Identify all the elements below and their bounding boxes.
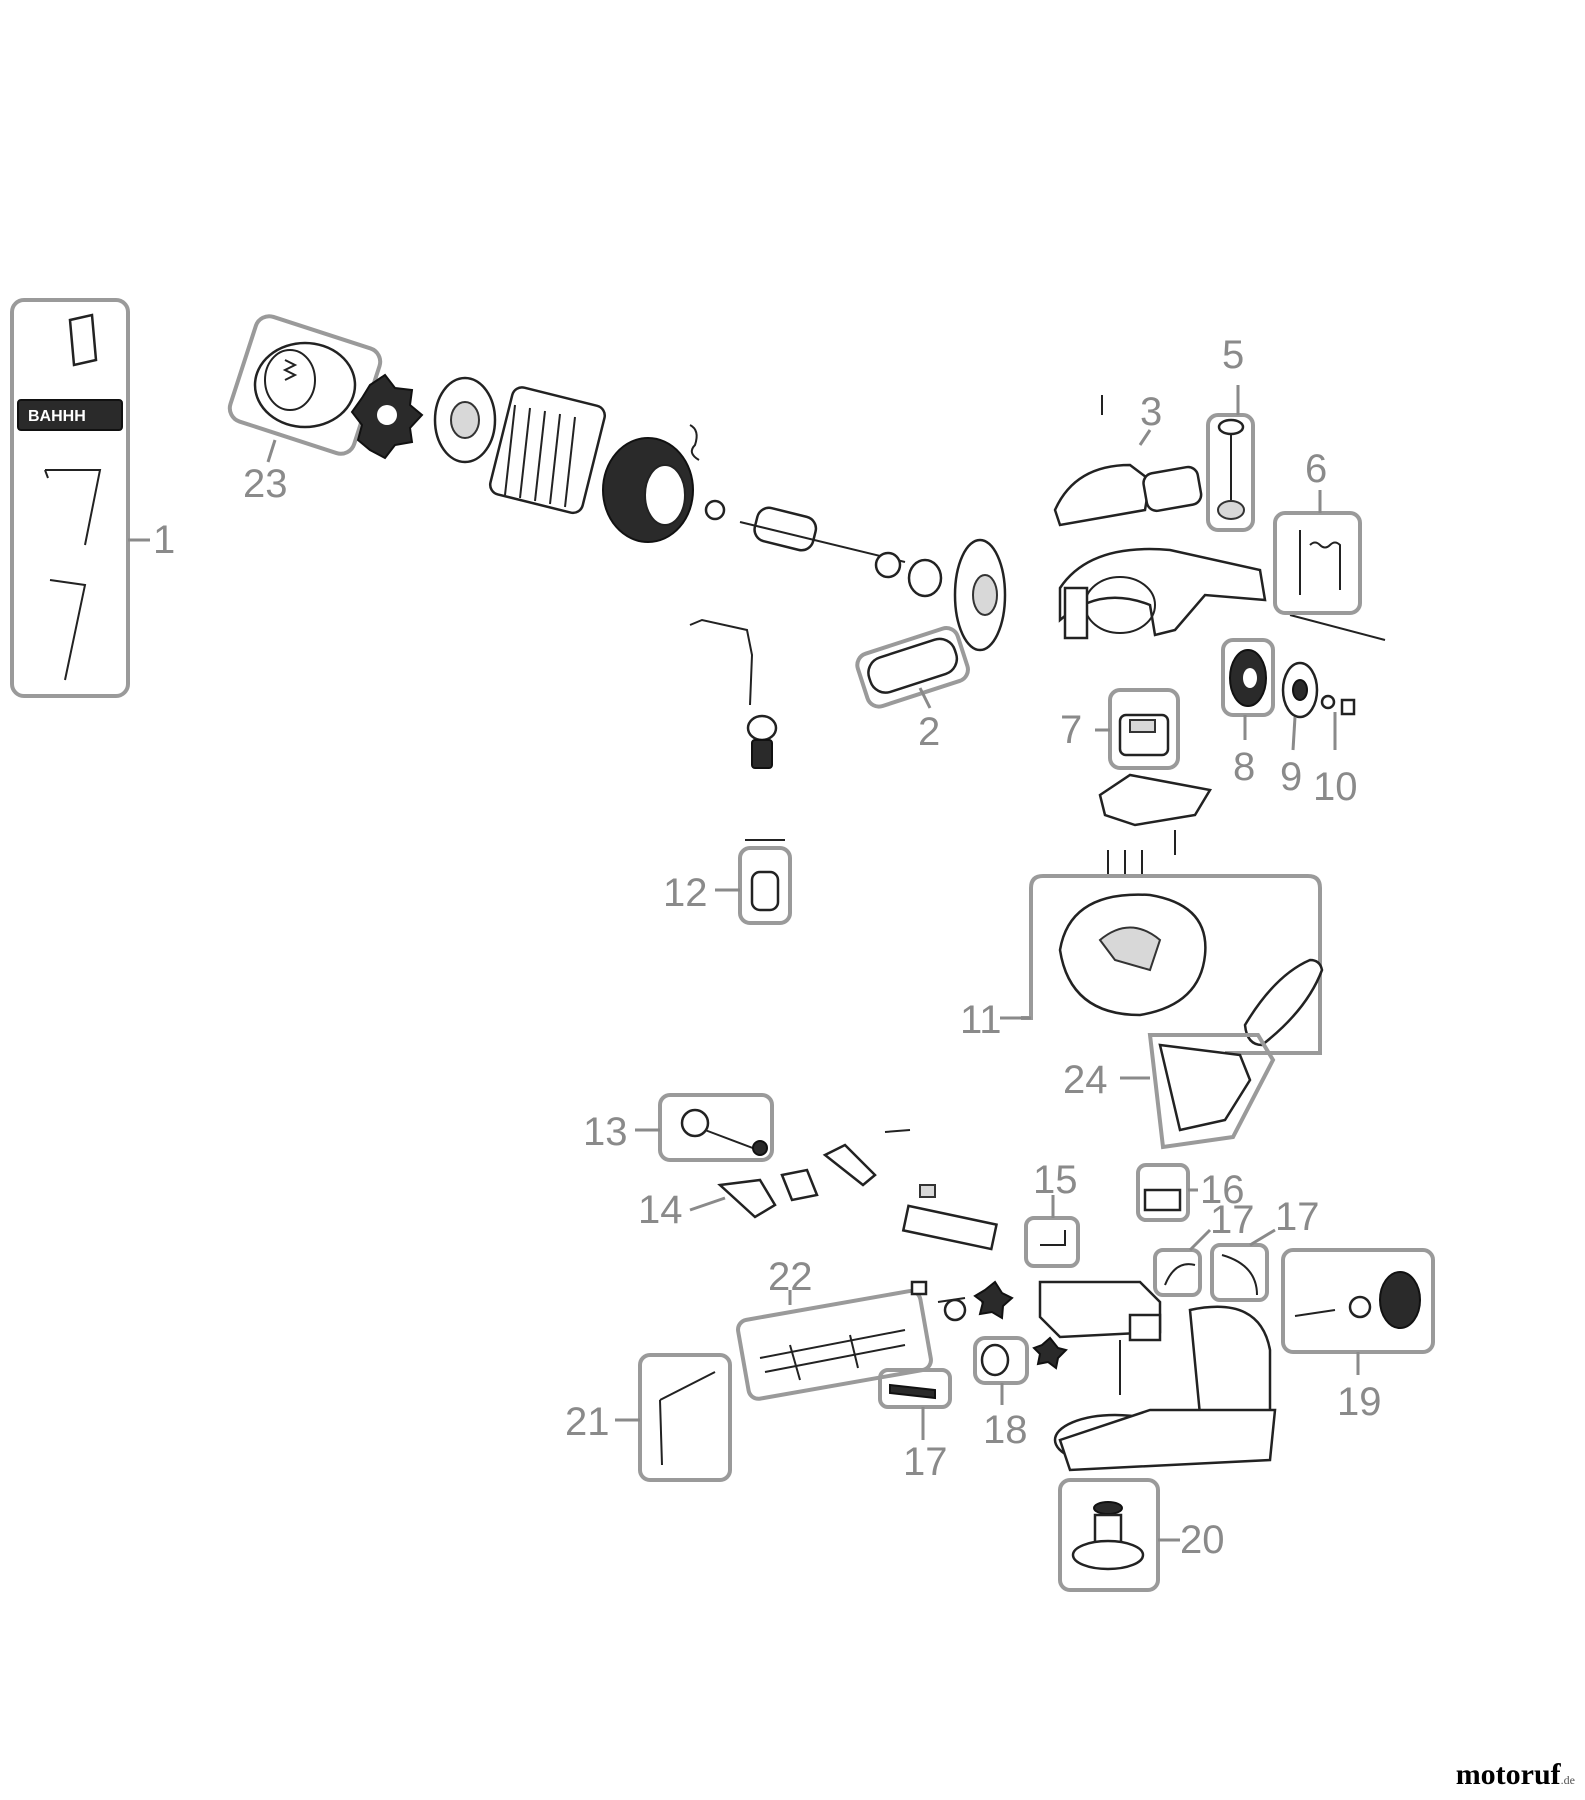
part-21-lever[interactable]: 21 [565, 1353, 732, 1482]
part-2-handle[interactable]: 2 [854, 625, 971, 754]
svg-text:BAHHH: BAHHH [28, 408, 86, 425]
part-19-handle-knob[interactable]: 19 [1281, 1248, 1435, 1424]
part-3-switch-housing[interactable]: 3 [1053, 390, 1203, 527]
part-8-inner-flange[interactable]: 8 [1221, 638, 1275, 789]
callout-22: 22 [768, 1255, 813, 1299]
callout-1: 1 [153, 518, 175, 562]
part-1-accessory-kit[interactable]: BAHHH 1 [10, 298, 175, 698]
callout-17-upper-right: 17 [1275, 1195, 1320, 1239]
callout-3: 3 [1140, 390, 1162, 434]
callout-6: 6 [1305, 447, 1327, 491]
callout-11: 11 [960, 998, 1002, 1042]
callout-12: 12 [663, 871, 708, 915]
part-17-upper-left[interactable]: 17 [1153, 1198, 1255, 1297]
watermark-brand: motoruf [1455, 1758, 1561, 1791]
part-20-foot[interactable]: 20 [1058, 1478, 1225, 1592]
part-15-lock-lever[interactable]: 15 [1024, 1158, 1080, 1268]
part-17-upper-right[interactable]: 17 [1210, 1195, 1320, 1302]
callout-8: 8 [1233, 745, 1255, 789]
part-17-lower[interactable]: 17 [878, 1368, 952, 1484]
callout-13: 13 [583, 1110, 628, 1154]
part-9-outer-flange[interactable]: 9 [1280, 661, 1319, 799]
bracket-with-screws [1098, 773, 1212, 875]
watermark-tld: .de [1560, 1773, 1575, 1787]
callout-16: 16 [1200, 1168, 1245, 1212]
callout-21: 21 [565, 1400, 610, 1444]
watermark-logo: motoruf.de [1456, 1758, 1575, 1792]
part-5-pin[interactable]: 5 [1206, 333, 1255, 532]
callout-10: 10 [1313, 765, 1358, 809]
part-13-clamp-screw[interactable]: 13 [583, 1093, 774, 1162]
small-connector-parts [910, 1280, 1068, 1370]
callout-5: 5 [1222, 333, 1244, 377]
vise-fence-parts [780, 1129, 998, 1251]
part-14-clamp-arm[interactable]: 14 [638, 1178, 777, 1232]
callout-24: 24 [1063, 1058, 1108, 1102]
callout-20: 20 [1180, 1518, 1225, 1562]
part-6-spring[interactable]: 6 [1273, 447, 1362, 615]
callout-17-upper-left: 17 [1210, 1198, 1255, 1242]
part-12-brush-holder[interactable]: 12 [663, 839, 792, 925]
callout-15: 15 [1033, 1158, 1078, 1202]
callout-19: 19 [1337, 1380, 1382, 1424]
part-18-knob[interactable]: 18 [973, 1336, 1029, 1452]
motor-assembly [350, 373, 1007, 769]
part-16-bracket[interactable]: 16 [1136, 1163, 1245, 1222]
callout-17-lower: 17 [903, 1440, 948, 1484]
callout-18: 18 [983, 1408, 1028, 1452]
part-7-switch[interactable]: 7 [1060, 688, 1180, 770]
callout-14: 14 [638, 1188, 683, 1232]
callout-2: 2 [918, 710, 940, 754]
upper-blade-housing [1058, 547, 1386, 641]
part-24-guard-cover[interactable]: 24 [1063, 1033, 1276, 1150]
callout-9: 9 [1280, 755, 1302, 799]
part-11-lower-blade-guard[interactable]: 11 [960, 874, 1324, 1055]
callout-23: 23 [243, 462, 288, 506]
part-22-rod-assembly[interactable]: 22 [736, 1255, 933, 1401]
part-10-blade-bolt[interactable]: 10 [1313, 694, 1358, 809]
callout-7: 7 [1060, 708, 1082, 752]
